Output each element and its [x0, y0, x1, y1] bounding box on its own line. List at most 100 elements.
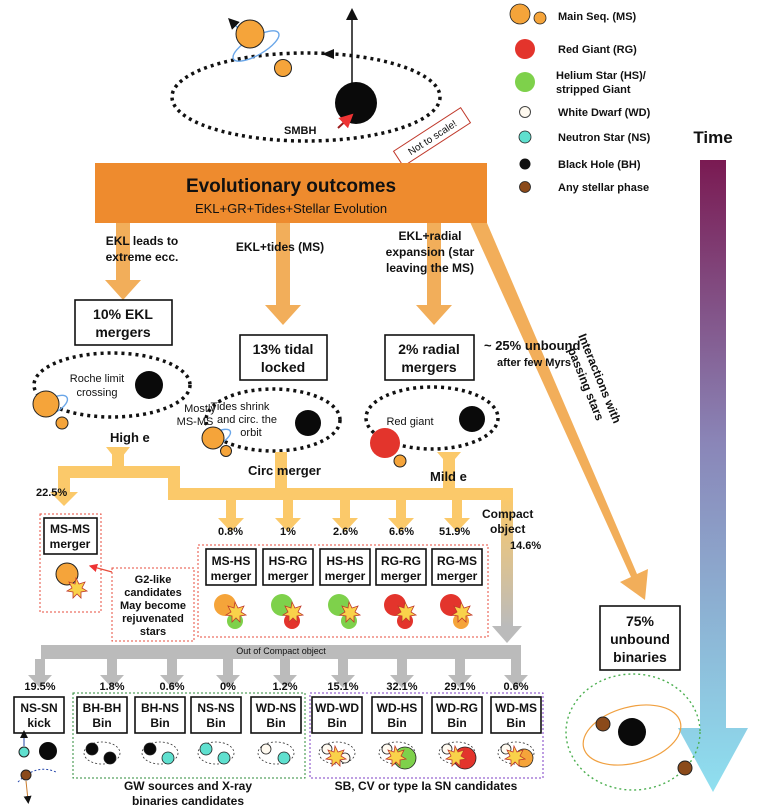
smbh-system: SMBH	[170, 8, 442, 143]
any-phase-star-icon	[595, 716, 611, 732]
g2-note-line: stars	[140, 626, 166, 638]
time-arrow: Time	[678, 128, 748, 792]
legend-black-hole-icon	[519, 158, 531, 170]
compact-name: WD-RG	[436, 701, 478, 715]
mostly-label-2: MS-MS	[177, 416, 214, 428]
legend-main-sequence-icon	[509, 3, 531, 25]
black-hole-icon	[295, 410, 321, 436]
radial-orbit: Red giant	[364, 385, 500, 468]
branch-arrows	[105, 216, 648, 600]
compact-name: Bin	[447, 716, 466, 730]
merger-row: MS-HSmergerHS-RGmergerHS-HSmergerRG-RGme…	[205, 548, 483, 629]
star-icon	[277, 751, 291, 765]
gw-group	[72, 692, 306, 779]
ms-ms-merger: MS-MS merger	[39, 513, 102, 613]
radial-mergers-box: 2% radial mergers	[384, 334, 475, 381]
tidal-orbit: Tides shrink and circ. the orbit	[201, 387, 342, 457]
tidal-locked-box: 13% tidal locked	[239, 334, 328, 381]
legend-red-giant: Red Giant (RG)	[558, 44, 637, 56]
compact-pct: 19.5%	[24, 681, 55, 693]
radial-box-line-1: 2% radial	[398, 341, 459, 357]
compact-name: kick	[27, 716, 51, 730]
red-giant-label: Red giant	[386, 416, 433, 428]
legend-main-sequence-small-icon	[533, 11, 547, 25]
merger-pct: 1%	[280, 526, 296, 538]
legend: Main Seq. (MS) Red Giant (RG) Helium Sta…	[509, 3, 651, 194]
tides-label-2: and circ. the	[217, 414, 277, 426]
merger-pct: 51.9%	[439, 526, 470, 538]
merger-burst-icon	[281, 600, 305, 623]
star-icon	[199, 742, 213, 756]
compact-name: NS-SN	[20, 701, 57, 715]
compact-pipes	[28, 659, 528, 688]
compact-name: NS-NS	[197, 701, 234, 715]
compact-label-1: Compact	[482, 507, 533, 521]
merger-name: merger	[211, 569, 252, 583]
merger-name: merger	[437, 569, 478, 583]
merger-pct: 22.5%	[36, 487, 67, 499]
legend-red-giant-icon	[515, 39, 535, 59]
star-icon	[161, 751, 175, 765]
smbh-label: SMBH	[284, 125, 316, 137]
main-sequence-star-icon	[55, 562, 79, 586]
tidal-box-line-1: 13% tidal	[253, 341, 314, 357]
merger-flow	[50, 447, 522, 643]
branch-labels: EKL leads to extreme ecc. EKL+tides (MS)…	[106, 229, 624, 425]
tides-label-1: Tides shrink	[211, 401, 270, 413]
g2-note-line: G2-like	[135, 574, 172, 586]
flow-labels: High e Circ merger Mild e Compact object…	[110, 430, 541, 552]
compact-name: BH-BH	[83, 701, 122, 715]
merger-burst-icon	[384, 744, 408, 767]
star-icon	[260, 743, 272, 755]
sb-note: SB, CV or type Ia SN candidates	[335, 779, 518, 793]
merger-group	[197, 544, 489, 638]
main-sequence-star-icon	[274, 59, 292, 77]
merger-burst-icon	[224, 600, 248, 623]
legend-helium-star-2: stripped Giant	[556, 84, 631, 96]
g2-note: G2-like candidates May become rejuvenate…	[88, 563, 195, 642]
merger-burst-icon	[324, 744, 348, 767]
tidal-box-line-2: locked	[261, 359, 305, 375]
merger-burst-icon	[65, 576, 89, 599]
tides-label-3: orbit	[240, 427, 261, 439]
merger-name: HS-HS	[326, 554, 363, 568]
black-hole-icon	[459, 406, 485, 432]
not-to-scale-tag: Not to scale!	[392, 106, 472, 168]
main-sequence-star-icon	[55, 416, 69, 430]
merger-pct: 0.8%	[218, 526, 243, 538]
main-sequence-star-icon	[220, 445, 232, 457]
merger-burst-icon	[503, 744, 527, 767]
outcome-title: Evolutionary outcomes	[186, 176, 396, 197]
compact-pct: 0.6%	[503, 681, 528, 693]
compact-name: Bin	[266, 716, 285, 730]
merger-name: HS-RG	[269, 554, 308, 568]
unbound-box-line: unbound	[610, 631, 670, 647]
compact-row: 19.5%1.8%0.6%0%1.2%15.1%32.1%29.1%0.6%NS…	[13, 681, 542, 770]
radial-box-line-2: mergers	[401, 359, 456, 375]
compact-name: WD-MS	[495, 701, 537, 715]
legend-helium-star-icon	[515, 72, 535, 92]
black-hole-icon	[135, 371, 163, 399]
merger-name: MS-MS	[50, 522, 90, 536]
compact-name: WD-WD	[315, 701, 359, 715]
black-hole-icon	[335, 82, 377, 124]
star-icon	[85, 742, 99, 756]
merger-name: merger	[268, 569, 309, 583]
ekl-box-line-1: 10% EKL	[93, 306, 153, 322]
legend-neutron-star-icon	[518, 130, 532, 144]
merger-name: merger	[325, 569, 366, 583]
compact-pct: 0%	[220, 681, 236, 693]
merger-burst-icon	[338, 600, 362, 623]
unbound-sublabel: after few Myrs	[497, 357, 571, 369]
legend-white-dwarf-icon	[519, 106, 531, 118]
compact-pct: 15.1%	[327, 681, 358, 693]
legend-helium-star: Helium Star (HS)/	[556, 70, 646, 82]
compact-name: Bin	[387, 716, 406, 730]
